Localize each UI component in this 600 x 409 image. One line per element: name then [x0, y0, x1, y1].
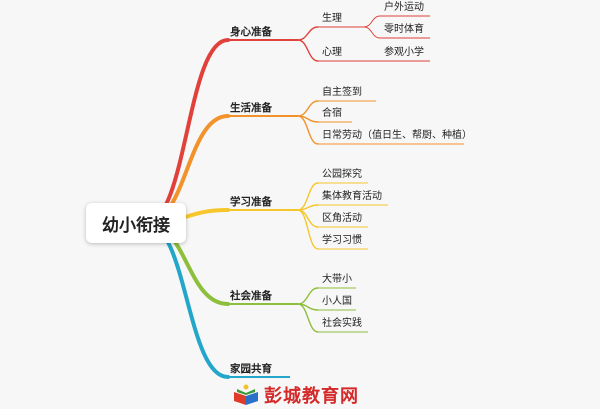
- book-logo-icon: [234, 384, 258, 405]
- leaf-node[interactable]: 参观小学: [384, 47, 424, 58]
- branch-node[interactable]: 学习准备: [230, 196, 272, 208]
- watermark-text: 彭城教育网: [264, 386, 359, 407]
- watermark-logo: 彭城教育网: [232, 383, 359, 407]
- subbranch-node[interactable]: 区角活动: [322, 213, 362, 224]
- subbranch-node[interactable]: 小人国: [322, 296, 352, 307]
- subbranch-connector: [297, 39, 319, 62]
- leaf-connector: [363, 15, 381, 28]
- subbranch-connector: [297, 26, 319, 41]
- leaf-node[interactable]: 户外运动: [384, 2, 424, 13]
- subbranch-node[interactable]: 日常劳动（值日生、帮厨、种植）: [322, 130, 472, 141]
- subbranch-node[interactable]: 公园探究: [322, 169, 362, 180]
- subbranch-node[interactable]: 学习习惯: [322, 235, 362, 246]
- branch-connector: [144, 38, 230, 225]
- subbranch-node[interactable]: 心理: [322, 47, 342, 58]
- subbranch-connector: [297, 100, 319, 117]
- subbranch-connector: [297, 209, 319, 250]
- branch-node[interactable]: 生活准备: [230, 102, 272, 114]
- branch-node[interactable]: 社会准备: [230, 290, 272, 302]
- subbranch-node[interactable]: 自主签到: [322, 87, 362, 98]
- root-node[interactable]: 幼小衔接: [86, 203, 186, 243]
- branch-node[interactable]: 家园共育: [230, 363, 272, 375]
- subbranch-node[interactable]: 大带小: [322, 274, 352, 285]
- leaf-node[interactable]: 零时体育: [384, 24, 424, 35]
- subbranch-connector: [297, 287, 319, 305]
- subbranch-connector: [297, 115, 319, 145]
- subbranch-connector: [297, 209, 319, 228]
- root-label: 幼小衔接: [102, 215, 170, 236]
- subbranch-node[interactable]: 集体教育活动: [322, 191, 382, 202]
- subbranch-connector: [297, 303, 319, 333]
- subbranch-node[interactable]: 合宿: [322, 108, 342, 119]
- subbranch-node[interactable]: 社会实践: [322, 318, 362, 329]
- branch-node[interactable]: 身心准备: [230, 26, 272, 38]
- leaf-connector: [363, 26, 381, 39]
- subbranch-node[interactable]: 生理: [322, 13, 342, 24]
- subbranch-connector: [297, 204, 319, 211]
- subbranch-connector: [297, 182, 319, 211]
